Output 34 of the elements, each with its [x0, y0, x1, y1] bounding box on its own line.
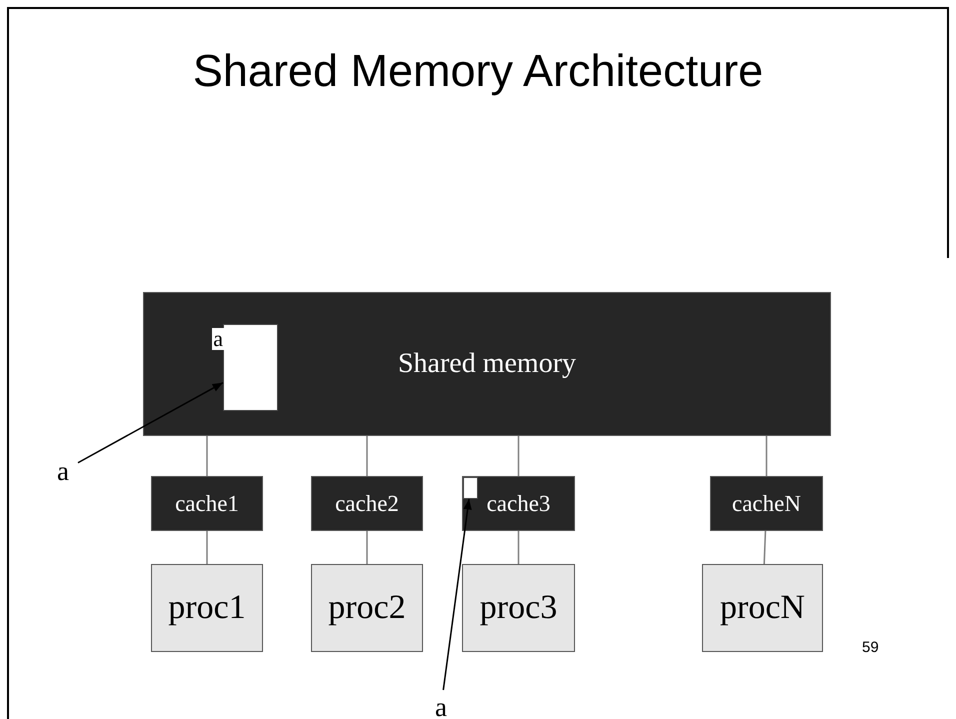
connector-line — [518, 436, 520, 476]
box-label: procN — [720, 589, 805, 627]
box-label: Shared memory — [398, 348, 576, 380]
processor-box — [702, 564, 823, 652]
cache-box — [151, 476, 263, 531]
cache-box — [710, 476, 823, 531]
box-label: cache1 — [175, 490, 239, 516]
page-number: 59 — [862, 640, 879, 656]
leader-arrow — [442, 498, 472, 690]
box-label: proc3 — [480, 589, 558, 627]
connector-line — [366, 531, 368, 564]
processor-box — [462, 564, 575, 652]
connector-line — [763, 530, 766, 564]
memory-block — [143, 292, 831, 436]
box-label: proc2 — [328, 589, 406, 627]
box-label: cacheN — [732, 490, 801, 516]
cache-box — [462, 476, 575, 531]
variable-label: a — [57, 456, 69, 486]
leader-arrow — [78, 382, 224, 464]
connector-line — [206, 436, 208, 476]
connector-line — [518, 531, 520, 564]
box-label: cache3 — [486, 490, 550, 516]
variable-label: a — [435, 692, 447, 719]
connector-line — [766, 436, 768, 476]
connector-line — [366, 436, 368, 476]
box-label: cache2 — [335, 490, 399, 516]
processor-box — [151, 564, 263, 652]
connector-line — [206, 531, 208, 564]
title: Shared Memory Architecture — [192, 45, 764, 97]
processor-box — [311, 564, 423, 652]
variable-label: a — [212, 328, 224, 350]
data-block — [463, 477, 478, 499]
cache-box — [311, 476, 423, 531]
box-label: proc1 — [168, 589, 246, 627]
